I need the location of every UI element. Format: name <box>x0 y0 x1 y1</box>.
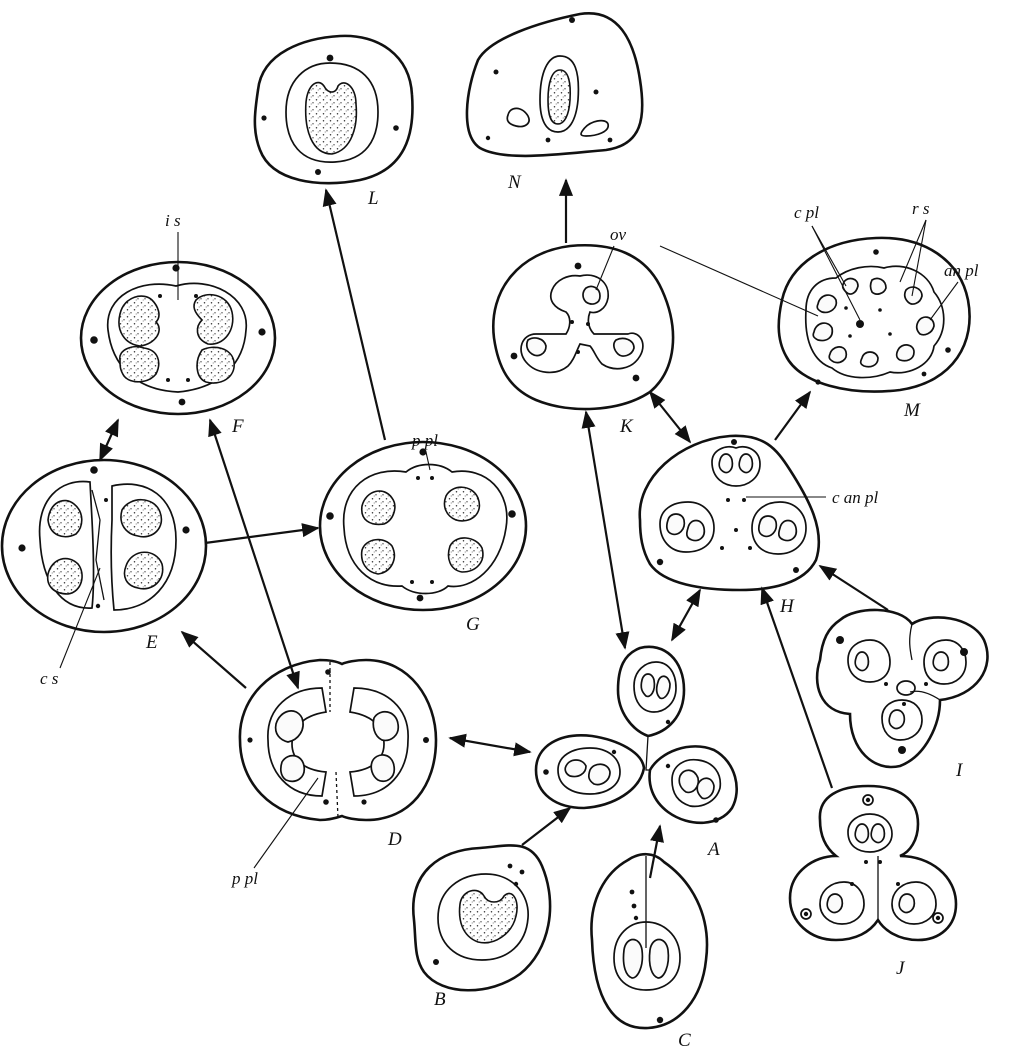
arrow-h-m <box>775 392 810 440</box>
figure-d <box>240 660 436 820</box>
pointer-rs-1 <box>900 220 926 282</box>
annotation-cpl: c pl <box>794 203 819 222</box>
label-b: B <box>434 989 446 1010</box>
label-j: J <box>896 958 906 979</box>
arrow-d-e <box>182 632 246 688</box>
arrow-d-f <box>210 420 298 688</box>
figure-i <box>817 610 987 767</box>
annotation-ppl-d: p pl <box>231 869 258 888</box>
label-m: M <box>903 400 921 421</box>
label-g: G <box>466 614 480 635</box>
label-a: A <box>706 839 720 860</box>
arrow-a-h <box>672 590 700 640</box>
label-i: I <box>955 760 964 781</box>
figure-m <box>779 238 970 392</box>
annotation-ppl-g: p pl <box>411 431 438 450</box>
arrow-g-l <box>326 190 385 440</box>
arrow-b-a <box>522 808 570 845</box>
annotation-rs: r s <box>912 199 930 218</box>
pointer-ppl-d <box>254 778 318 868</box>
figure-n <box>467 13 642 156</box>
label-d: D <box>387 829 402 850</box>
arrow-i-h <box>820 566 888 610</box>
pointer-lines <box>60 220 958 868</box>
label-l: L <box>367 188 379 209</box>
annotation-canpl: c an pl <box>832 488 879 507</box>
arrow-e-g <box>205 528 318 543</box>
figure-b <box>413 845 550 990</box>
figure-c <box>591 854 707 1028</box>
arrow-d-a <box>450 738 530 752</box>
figure-a <box>536 647 737 823</box>
figure-g <box>320 442 526 610</box>
arrow-f-e <box>100 420 118 460</box>
arrow-a-k <box>586 412 625 648</box>
pointer-ov-m <box>660 246 818 316</box>
figure-j <box>790 786 956 940</box>
label-f: F <box>231 416 244 437</box>
pointer-rs-2 <box>912 220 926 296</box>
label-n: N <box>507 172 522 193</box>
annotation-labels: i s c s p pl p pl ov c pl r s an pl c an… <box>40 199 979 888</box>
arrow-c-a <box>650 826 660 878</box>
figure-k <box>493 245 673 409</box>
label-c: C <box>678 1030 691 1051</box>
label-h: H <box>779 596 795 617</box>
arrow-j-h <box>762 588 832 788</box>
arrow-k-h <box>650 392 690 442</box>
annotation-anpl: an pl <box>944 261 979 280</box>
annotation-ov: ov <box>610 225 627 244</box>
annotation-cs: c s <box>40 669 59 688</box>
figure-labels: A B C D E F G H I J K L M N <box>145 172 964 1051</box>
label-k: K <box>619 416 634 437</box>
label-e: E <box>145 632 158 653</box>
annotation-is: i s <box>165 211 181 230</box>
figure-l <box>255 36 413 183</box>
pointer-ppl-g <box>426 452 430 470</box>
figure-e <box>2 460 206 632</box>
figure-h <box>640 436 819 590</box>
